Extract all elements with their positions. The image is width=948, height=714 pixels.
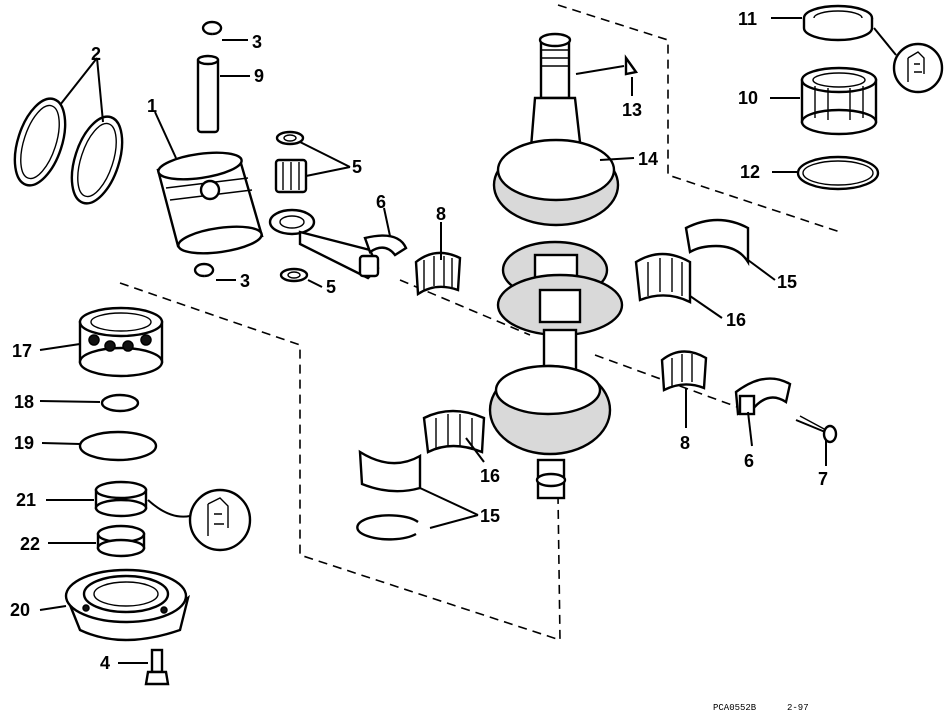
bearing-half-upper-right <box>684 218 750 267</box>
callout-2: 2 <box>91 44 101 64</box>
wrist-pin <box>196 54 220 134</box>
needle-bearing-cage-lower <box>660 350 708 392</box>
callout-11: 11 <box>738 9 757 29</box>
callout-18: 18 <box>14 392 34 412</box>
lower-bearing-housing <box>64 568 191 642</box>
bearing-cage-16-right <box>634 252 692 304</box>
callout-16-bottom: 16 <box>480 466 500 486</box>
callout-8-top: 8 <box>436 204 446 224</box>
callout-19: 19 <box>14 433 34 453</box>
callout-6-bottom: 6 <box>744 451 754 471</box>
callout-6-top: 6 <box>376 192 386 212</box>
callout-3-bottom: 3 <box>240 271 250 291</box>
callout-20: 20 <box>10 600 30 620</box>
seal-detail-inset-lower <box>147 488 252 552</box>
figure-code-date: 2-97 <box>787 703 809 713</box>
callout-12: 12 <box>740 162 760 182</box>
o-ring-19 <box>78 430 158 462</box>
figure-code: PCA0552B 2-97 <box>713 703 809 713</box>
callout-13: 13 <box>622 100 642 120</box>
callout-21: 21 <box>16 490 36 510</box>
callout-5-bottom: 5 <box>326 277 336 297</box>
crankshaft <box>488 32 624 500</box>
piston <box>156 151 264 255</box>
rod-cap-screw <box>795 415 838 444</box>
housing-screw <box>144 648 170 686</box>
callout-22: 22 <box>20 534 40 554</box>
callout-10: 10 <box>738 88 758 108</box>
connecting-rod <box>268 208 408 280</box>
woodruff-key <box>624 54 639 76</box>
callout-8-bottom: 8 <box>680 433 690 453</box>
bearing-cage-16-lower <box>422 409 486 454</box>
rod-cap <box>734 377 792 416</box>
bearing-half-lower <box>358 449 422 493</box>
ball-bearing <box>78 306 164 378</box>
seal-detail-inset-top <box>873 27 944 94</box>
callout-3-top: 3 <box>252 32 262 52</box>
callout-17: 17 <box>12 341 32 361</box>
callout-7: 7 <box>818 469 828 489</box>
callout-14: 14 <box>638 149 658 169</box>
retaining-ring-18 <box>100 393 140 413</box>
callout-labels: 2 1 3 9 5 6 8 3 5 13 14 11 10 12 15 16 8… <box>10 9 828 673</box>
callout-5-top: 5 <box>352 157 362 177</box>
needle-bearing-cage-upper <box>414 251 462 297</box>
callout-16-right: 16 <box>726 310 746 330</box>
callout-4: 4 <box>100 653 110 673</box>
needle-bearing-upper <box>274 130 309 283</box>
retaining-ring-lower <box>356 514 419 541</box>
callout-15-bottom: 15 <box>480 506 500 526</box>
callout-9: 9 <box>254 66 264 86</box>
leader-lines <box>39 17 827 664</box>
needle-bearing-top <box>800 66 878 136</box>
retaining-rings <box>193 20 223 278</box>
callout-1: 1 <box>147 96 157 116</box>
o-ring-top <box>796 155 880 191</box>
figure-code-id: PCA0552B <box>713 703 757 713</box>
oil-seal-21 <box>94 480 148 518</box>
callout-15-right: 15 <box>777 272 797 292</box>
oil-seal-top <box>802 4 874 42</box>
piston-rings <box>13 97 124 205</box>
oil-seal-22 <box>96 524 146 558</box>
